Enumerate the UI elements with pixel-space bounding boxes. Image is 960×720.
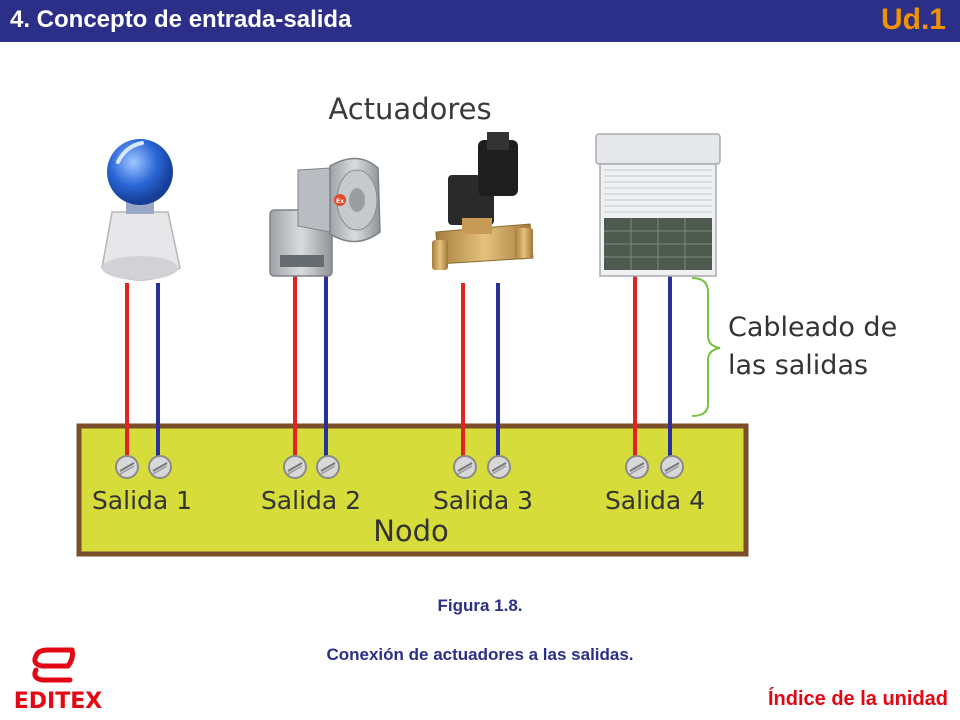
actuators-label: Actuadores	[328, 92, 491, 126]
header-bar: 4. Concepto de entrada-salida Ud.1	[0, 0, 960, 42]
logo-text: EDITEX	[14, 689, 103, 714]
wiring-label-line1: Cableado de	[728, 312, 897, 343]
solenoid-valve-icon	[432, 132, 534, 270]
siren-brand: Ex	[336, 198, 344, 205]
wiring-brace	[691, 277, 721, 417]
editex-logo: EDITEX	[14, 647, 103, 714]
output-label-4: Salida 4	[605, 486, 705, 515]
book-icon	[32, 647, 75, 683]
section-title: 4. Concepto de entrada-salida	[10, 6, 352, 33]
output-wiring	[125, 274, 672, 467]
node-label: Nodo	[373, 514, 449, 548]
siren-icon: Ex	[269, 157, 381, 277]
light-bulb-icon	[101, 139, 181, 281]
roller-shutter-icon	[595, 133, 721, 277]
figure-caption: Conexión de actuadores a las salidas.	[326, 645, 634, 664]
output-label-1: Salida 1	[92, 486, 192, 515]
actuators-figure: Actuadores Salida 1 Salida 2 Salida 3 Sa…	[76, 92, 897, 557]
unit-index-link[interactable]: Índice de la unidad	[767, 688, 948, 710]
output-label-3: Salida 3	[433, 486, 533, 515]
wiring-label-line2: las salidas	[728, 350, 868, 381]
figure-number: Figura 1.8.	[437, 596, 523, 615]
output-label-2: Salida 2	[261, 486, 361, 515]
terminal-screws	[115, 455, 684, 479]
unit-label: Ud.1	[880, 3, 946, 36]
